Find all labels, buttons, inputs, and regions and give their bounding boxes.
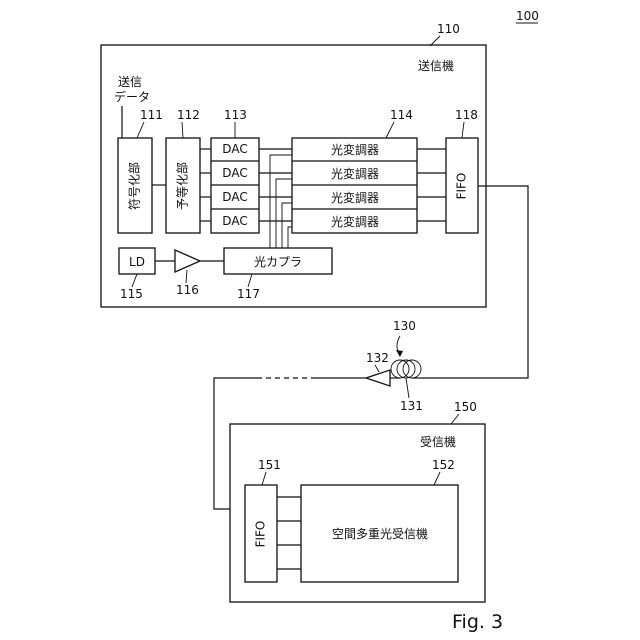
modulator-label-2: 光変調器	[331, 166, 379, 181]
modulator-label-4: 光変調器	[331, 214, 379, 229]
modulator-label-3: 光変調器	[331, 190, 379, 205]
input-data-label-line2: データ	[114, 89, 150, 104]
dac-label-3: DAC	[222, 190, 247, 204]
transmitter-label: 送信機	[418, 58, 454, 73]
sdm-receiver-ref: 152	[432, 458, 455, 472]
pre-equalizer-ref: 112	[177, 108, 200, 122]
tx-amplifier-ref: 116	[176, 283, 199, 297]
ld-label: LD	[129, 255, 145, 269]
transmitter-ref: 110	[437, 22, 460, 36]
figure-caption: Fig. 3	[452, 611, 503, 633]
ld-ref: 115	[120, 287, 143, 301]
receiver-ref: 150	[454, 400, 477, 414]
coil-ref-leader	[406, 378, 409, 398]
receiver-ref-leader	[451, 414, 459, 424]
tx-fifo-ref: 118	[455, 108, 478, 122]
dac-ref: 113	[224, 108, 247, 122]
coil-ref: 131	[400, 399, 423, 413]
rx-fifo-label: FIFO	[254, 521, 268, 548]
coupler-label: 光カプラ	[254, 255, 302, 269]
dac-label-4: DAC	[222, 214, 247, 228]
coupler-ref: 117	[237, 287, 260, 301]
system-ref: 100	[516, 9, 539, 23]
dac-label-1: DAC	[222, 142, 247, 156]
sdm-receiver-label: 空間多重光受信機	[332, 526, 428, 541]
receiver-label: 受信機	[420, 434, 456, 449]
fiber-ref: 130	[393, 319, 416, 333]
rx-fifo-ref: 151	[258, 458, 281, 472]
dac-label-2: DAC	[222, 166, 247, 180]
modulator-label-1: 光変調器	[331, 142, 379, 157]
modulators-ref: 114	[390, 108, 413, 122]
encoder-label: 符号化部	[127, 162, 142, 210]
encoder-ref: 111	[140, 108, 163, 122]
repeater-amplifier-ref-leader	[375, 365, 379, 372]
repeater-amplifier-triangle	[366, 370, 390, 386]
fiber-ref-arrowhead	[396, 350, 403, 357]
repeater-amplifier-ref: 132	[366, 351, 389, 365]
tx-fifo-label: FIFO	[455, 173, 469, 200]
pre-equalizer-label: 予等化部	[175, 162, 190, 210]
input-data-label-line1: 送信	[118, 74, 142, 89]
